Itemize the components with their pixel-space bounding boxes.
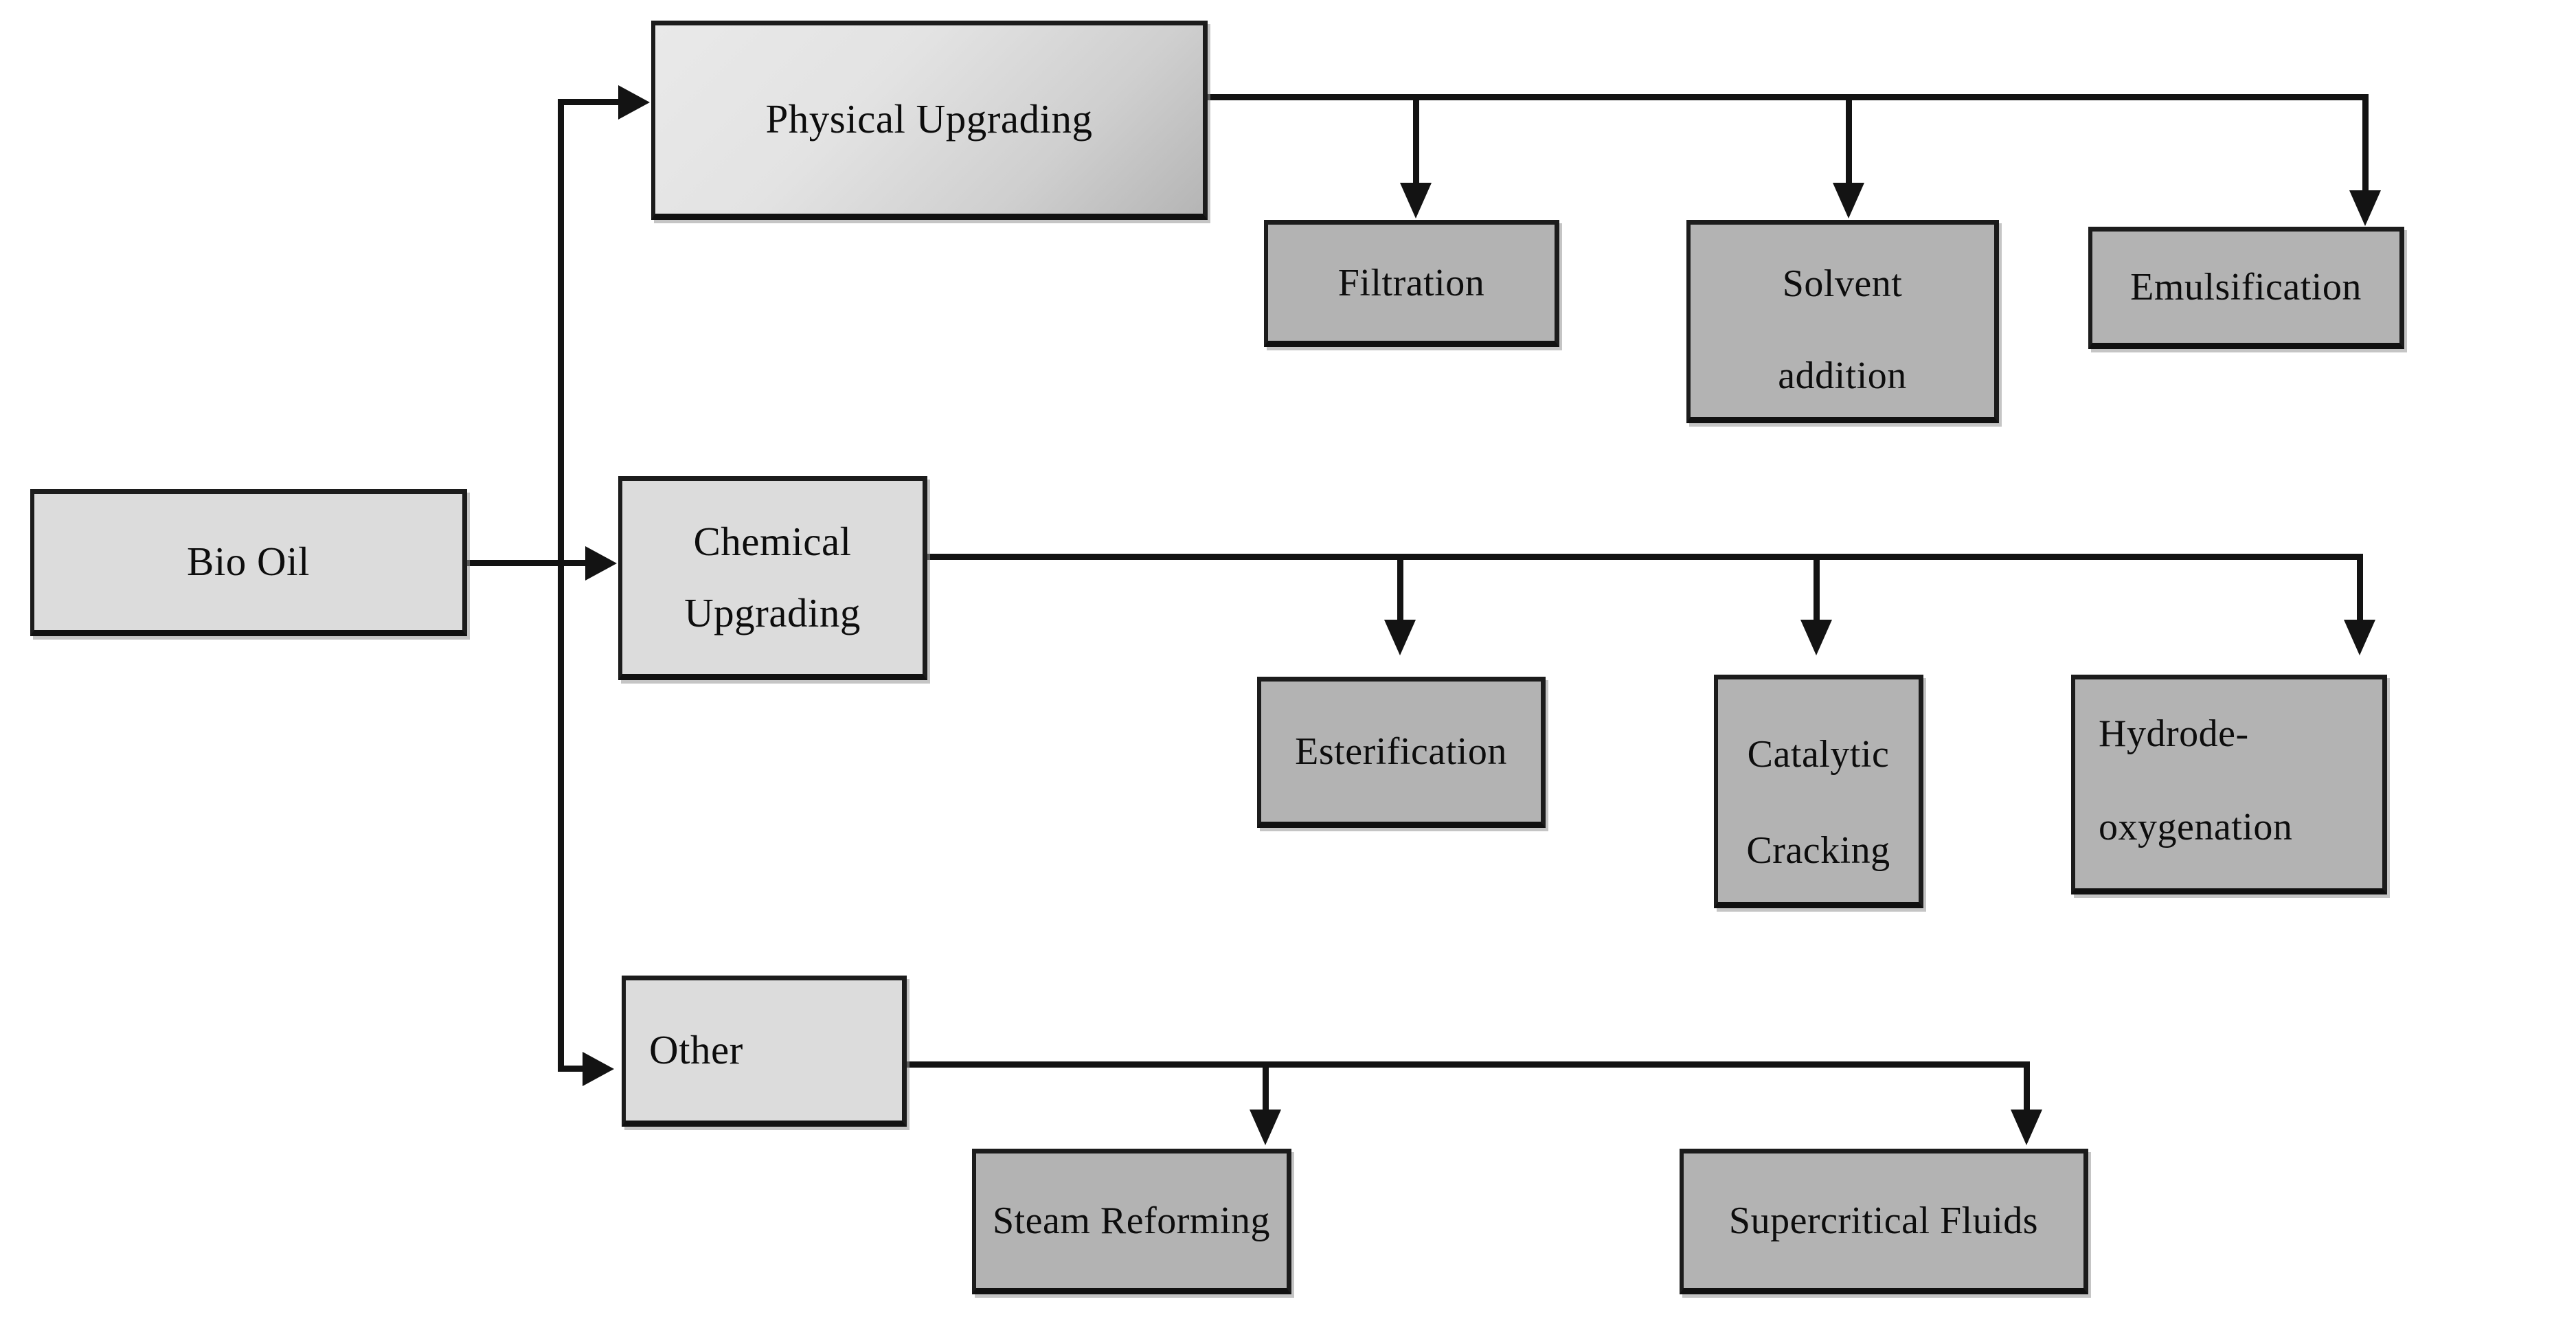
arrow-to-supercritical-fluids — [2011, 1110, 2042, 1145]
connector-other-bus — [907, 1061, 2030, 1068]
node-emulsification[interactable]: Emulsification — [2088, 227, 2404, 349]
connector-bio-oil-to-trunk — [467, 560, 563, 566]
arrow-to-other — [583, 1052, 614, 1086]
node-filtration-label: Filtration — [1337, 261, 1485, 304]
node-other-label: Other — [649, 1027, 743, 1073]
node-hydrodeoxygenation[interactable]: Hydrode- oxygenation — [2071, 675, 2387, 894]
connector-trunk-to-chemical — [558, 560, 599, 566]
connector-drop-emulsification — [2362, 94, 2369, 196]
arrow-to-hydrodeoxygenation — [2344, 620, 2375, 655]
arrow-to-chemical-upgrading — [585, 546, 617, 581]
connector-trunk-to-physical — [558, 99, 633, 105]
connector-drop-filtration — [1413, 94, 1419, 188]
node-other[interactable]: Other — [622, 976, 907, 1127]
arrow-to-physical-upgrading — [618, 85, 650, 120]
arrow-to-filtration — [1400, 183, 1432, 218]
node-filtration[interactable]: Filtration — [1264, 220, 1559, 347]
node-steam-reforming-label: Steam Reforming — [992, 1200, 1271, 1242]
node-supercritical-fluids-label: Supercritical Fluids — [1728, 1200, 2039, 1242]
node-catalytic-cracking[interactable]: Catalytic Cracking — [1714, 675, 1923, 908]
connector-main-trunk — [558, 99, 564, 1072]
node-esterification[interactable]: Esterification — [1257, 677, 1546, 828]
connector-drop-supercritical-fluids — [2024, 1061, 2030, 1115]
node-bio-oil-label: Bio Oil — [187, 539, 310, 585]
arrow-to-esterification — [1384, 620, 1416, 655]
node-physical-upgrading-label: Physical Upgrading — [765, 96, 1093, 142]
node-esterification-label: Esterification — [1295, 730, 1507, 773]
node-solvent-addition-line2: addition — [1778, 354, 1907, 397]
node-hydrodeoxygenation-line2: oxygenation — [2099, 806, 2293, 848]
node-chemical-upgrading-label: Chemical Upgrading — [684, 519, 861, 635]
node-steam-reforming[interactable]: Steam Reforming — [972, 1149, 1291, 1294]
node-emulsification-label: Emulsification — [2130, 266, 2362, 308]
arrow-to-emulsification — [2349, 190, 2381, 226]
connector-physical-bus — [1208, 94, 2369, 100]
connector-drop-steam-reforming — [1263, 1061, 1269, 1115]
node-bio-oil[interactable]: Bio Oil — [30, 489, 467, 636]
arrow-to-solvent-addition — [1833, 183, 1864, 218]
arrow-to-catalytic-cracking — [1800, 620, 1832, 655]
arrow-to-steam-reforming — [1250, 1110, 1281, 1145]
node-catalytic-cracking-line1: Catalytic — [1747, 733, 1890, 776]
connector-trunk-to-other — [558, 1066, 594, 1072]
node-chemical-upgrading[interactable]: Chemical Upgrading — [618, 476, 927, 680]
connector-chemical-bus — [927, 554, 2363, 560]
node-supercritical-fluids[interactable]: Supercritical Fluids — [1680, 1149, 2088, 1294]
node-physical-upgrading[interactable]: Physical Upgrading — [651, 21, 1208, 220]
connector-drop-catalytic-cracking — [1814, 554, 1820, 625]
connector-drop-hydrodeoxygenation — [2357, 554, 2363, 625]
connector-drop-esterification — [1397, 554, 1403, 625]
node-solvent-addition-line1: Solvent — [1782, 262, 1903, 305]
node-solvent-addition[interactable]: Solvent addition — [1686, 220, 1999, 423]
connector-drop-solvent-addition — [1846, 94, 1852, 188]
node-catalytic-cracking-line2: Cracking — [1746, 829, 1890, 872]
node-hydrodeoxygenation-line1: Hydrode- — [2099, 712, 2249, 755]
